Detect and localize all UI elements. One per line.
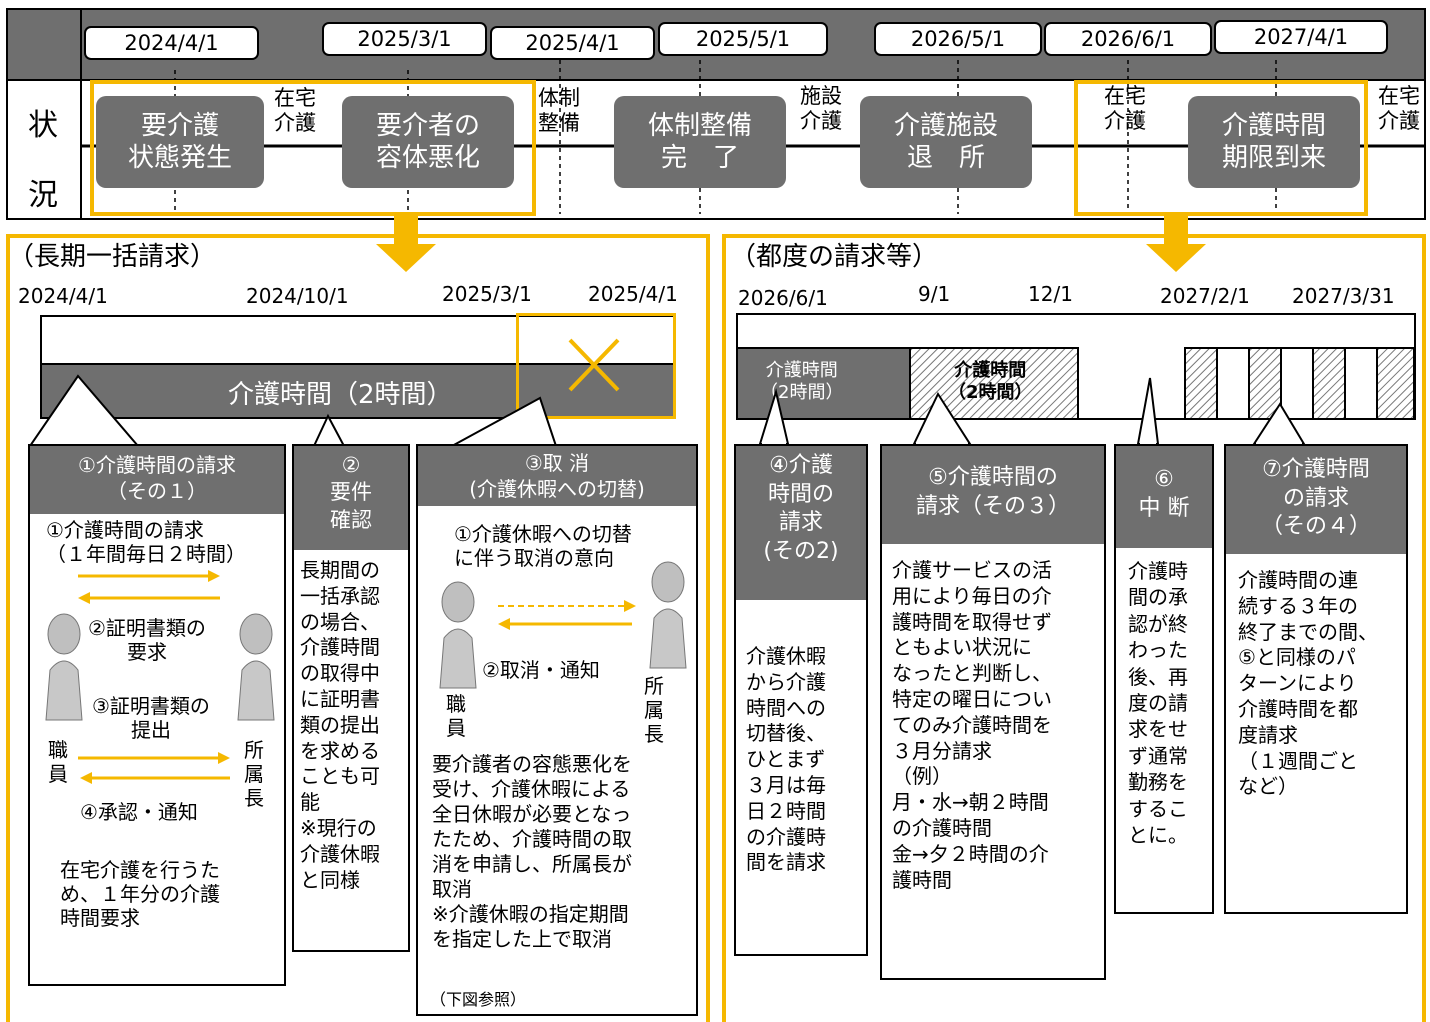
card-interrupt-body: 介護時 間の承 認が終 わった 後、再 度の請 求をせ ず通常 勤務を するこ …: [1128, 559, 1188, 847]
right-timeline-bar: [736, 313, 1416, 420]
card-requirement-check-body: 長期間の 一括承認 の場合、 介護時間 の取得中 に証明書 類の提出 を求める …: [300, 558, 380, 892]
card1-step3: ③証明書類の 提出: [92, 694, 210, 742]
left-date: 2025/3/1: [442, 282, 532, 306]
timeline-label-column: [6, 8, 82, 220]
card-request-1-head: ①介護時間の請求 （その１）: [30, 446, 284, 514]
staff-person-icon: [45, 613, 83, 721]
card1-boss-label: 所 属 長: [244, 738, 264, 810]
card3-step1: ①介護休暇への切替 に伴う取消の意向: [454, 522, 632, 570]
staff-person-icon: [439, 581, 477, 689]
left-date: 2025/4/1: [588, 282, 678, 306]
right-date: 2027/2/1: [1160, 284, 1250, 308]
left-callouts: [28, 374, 558, 448]
card3-step2: ②取消・通知: [482, 658, 600, 682]
event-box: 介護時間 期限到来: [1188, 96, 1360, 188]
bar1-label: 介護時間 （2時間）: [760, 360, 844, 403]
cancel-region-frame: [516, 313, 676, 419]
boss-person-icon: [649, 561, 687, 669]
right-date: 9/1: [918, 282, 951, 306]
row-label-2: 況: [28, 178, 58, 213]
date-label: 2025/5/1: [658, 22, 828, 56]
card3-arrows: [498, 600, 636, 630]
status-label: 在宅 介護: [1104, 84, 1146, 134]
card-cancel: ③取 消 (介護休暇への切替): [416, 444, 698, 1016]
card-request-3-body: 介護サービスの活 用により毎日の介 護時間を取得せず ともよい状況に なったと判…: [892, 558, 1052, 892]
right-date: 12/1: [1028, 282, 1073, 306]
status-label: 在宅 介護: [274, 86, 316, 136]
card3-body: 要介護者の容態悪化を 受け、介護休暇による 全日休暇が必要となっ たため、介護時…: [432, 752, 632, 951]
right-callouts: [758, 377, 1306, 446]
date-label: 2024/4/1: [84, 26, 259, 60]
boss-person-icon: [237, 613, 275, 721]
card-cancel-head: ③取 消 (介護休暇への切替): [418, 446, 696, 506]
timeline-row-band: [6, 80, 1426, 220]
bar2-label: 介護時間 （2時間）: [948, 360, 1033, 403]
status-label: 施設 介護: [800, 84, 842, 134]
card-request-3: ⑤介護時間の 請求（その３） 介護サービスの活 用により毎日の介 護時間を取得せ…: [880, 444, 1106, 980]
card-request-4-body: 介護時間の連 続する３年の 終了までの間、 ⑤と同様のパ ターンにより 介護時間…: [1238, 568, 1378, 799]
left-date: 2024/4/1: [18, 284, 108, 308]
highlight-frame-left: [90, 80, 536, 216]
date-label: 2026/5/1: [874, 22, 1042, 56]
card1-note: 在宅介護を行うた め、１年分の介護 時間要求: [60, 858, 220, 930]
card1-arrows: [78, 570, 230, 784]
card3-boss-label: 所 属 長: [644, 674, 664, 746]
card1-staff-label: 職 員: [48, 738, 68, 786]
right-panel-title: （都度の請求等）: [730, 242, 939, 272]
cancel-cross-icon: [568, 338, 620, 392]
right-panel-frame: [722, 234, 1426, 1022]
card-request-2: ④介護 時間の 請求 (その2) 介護休暇 から介護 時間への 切替後、 ひとま…: [734, 444, 868, 956]
down-arrows: [376, 214, 1206, 272]
left-panel-frame: [6, 234, 710, 1022]
card1-step1: ①介護時間の請求 （１年間毎日２時間）: [46, 518, 246, 566]
card-request-3-head: ⑤介護時間の 請求（その３）: [882, 446, 1104, 544]
card-requirement-check: ② 要件 確認 長期間の 一括承認 の場合、 介護時間 の取得中 に証明書 類の…: [292, 444, 410, 952]
card-interrupt: ⑥ 中 断 介護時 間の承 認が終 わった 後、再 度の請 求をせ ず通常 勤務…: [1114, 444, 1214, 914]
timeline-label-header: [6, 8, 82, 81]
card-interrupt-head: ⑥ 中 断: [1116, 446, 1212, 548]
card-request-2-body: 介護休暇 から介護 時間への 切替後、 ひとまず ３月は毎 日２時間 の介護時 …: [746, 644, 826, 875]
left-panel-title: （長期一括請求）: [8, 242, 217, 272]
status-label: 在宅 介護: [1378, 84, 1420, 134]
card-request-2-head: ④介護 時間の 請求 (その2): [736, 446, 866, 600]
event-box: 体制整備 完 了: [614, 96, 786, 188]
date-label: 2025/4/1: [490, 26, 655, 60]
care-time-bar: [40, 363, 676, 419]
date-label: 2026/6/1: [1044, 22, 1212, 56]
card-request-4-head: ⑦介護時間 の請求 （その４）: [1226, 446, 1406, 554]
card-requirement-check-head: ② 要件 確認: [294, 446, 408, 550]
card-request-4: ⑦介護時間 の請求 （その４） 介護時間の連 続する３年の 終了までの間、 ⑤と…: [1224, 444, 1408, 914]
care-time-bar-label: 介護時間（2時間）: [228, 380, 453, 410]
event-box: 要介護 状態発生: [96, 96, 264, 188]
event-box: 介護施設 退 所: [860, 96, 1032, 188]
right-date: 2026/6/1: [738, 286, 828, 310]
right-date: 2027/3/31: [1292, 284, 1395, 308]
card3-staff-label: 職 員: [446, 692, 466, 740]
row-label-1: 状: [28, 108, 58, 143]
left-date: 2024/10/1: [246, 284, 349, 308]
status-label: 体制 整備: [538, 86, 580, 136]
card1-step4: ④承認・通知: [80, 800, 198, 824]
highlight-frame-right: [1074, 80, 1368, 216]
card1-step2: ②証明書類の 要求: [88, 616, 206, 664]
date-label: 2025/3/1: [322, 22, 487, 56]
card3-footnote: （下図参照）: [430, 990, 527, 1009]
date-label: 2027/4/1: [1214, 20, 1388, 54]
event-box: 要介者の 容体悪化: [342, 96, 514, 188]
